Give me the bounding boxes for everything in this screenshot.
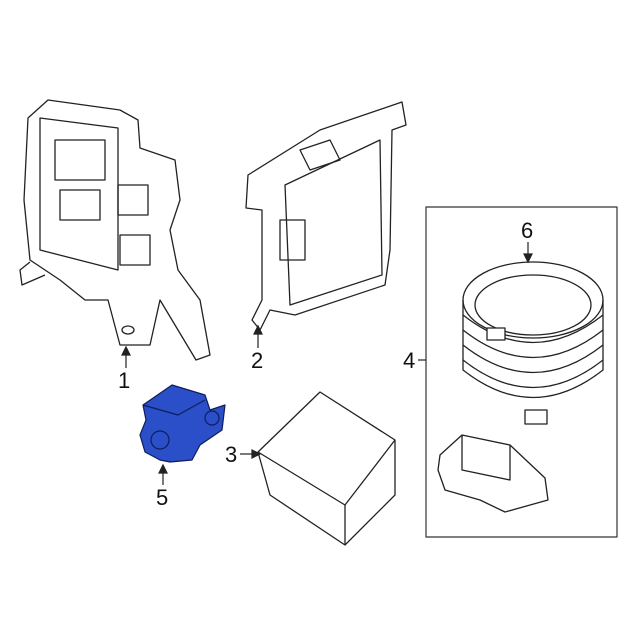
part-4-antenna-module[interactable] bbox=[437, 434, 549, 513]
part-1-junction-box[interactable] bbox=[19, 99, 211, 361]
part-3-module[interactable] bbox=[257, 391, 396, 546]
part-6-cable-coil[interactable] bbox=[462, 261, 604, 425]
callout-1: 1 bbox=[118, 368, 131, 393]
callout-4: 4 bbox=[403, 348, 416, 373]
part-5-highlighted-connector[interactable] bbox=[139, 384, 226, 463]
part-4-kit-frame bbox=[425, 206, 618, 538]
callout-3: 3 bbox=[225, 442, 238, 467]
callout-5: 5 bbox=[156, 485, 169, 510]
callout-2: 2 bbox=[251, 348, 264, 373]
callout-6: 6 bbox=[521, 218, 534, 243]
part-2-control-module[interactable] bbox=[245, 101, 407, 331]
